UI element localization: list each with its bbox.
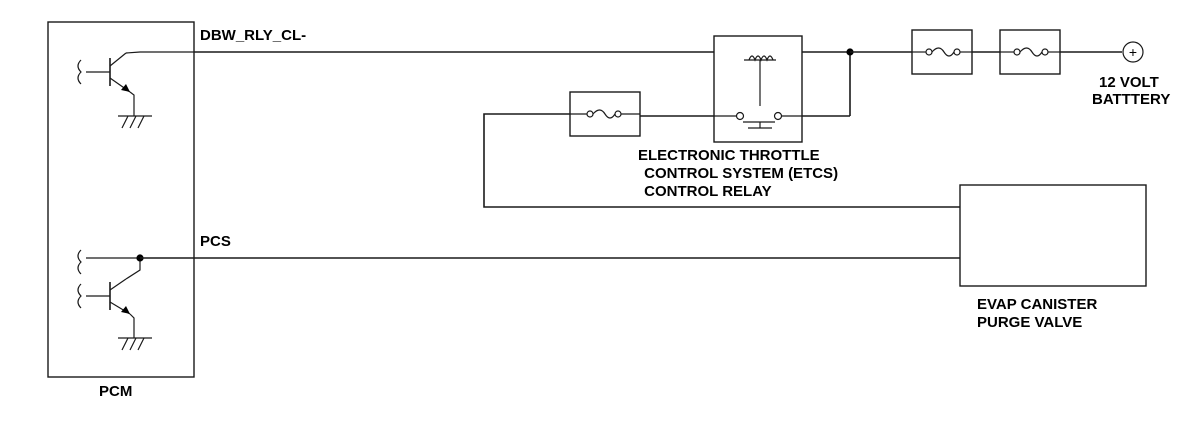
ground-icon [118, 337, 152, 351]
purge-feed-circuit [483, 91, 960, 208]
purge-driver-transistor-icon [77, 249, 152, 351]
relay-coil-icon [744, 55, 776, 106]
battery-terminal-icon: + [1122, 41, 1144, 63]
relay-driver-transistor-icon [77, 51, 194, 129]
ground-icon [118, 115, 152, 129]
pcm-module: PCM [47, 21, 195, 400]
evap-purge-valve: EVAP CANISTER PURGE VALVE [959, 184, 1147, 331]
fuse-icon [911, 29, 973, 75]
fuse-icon [569, 91, 641, 137]
purge-valve-box [959, 184, 1147, 287]
relay-label: ELECTRONIC THROTTLE CONTROL SYSTEM (ETCS… [638, 147, 842, 200]
svg-text:+: + [1129, 44, 1137, 60]
battery-label: 12 VOLT BATTTERY [1092, 74, 1170, 108]
fuse-icon [999, 29, 1061, 75]
relay-control-circuit-label: DBW_RLY_CL- [200, 27, 306, 44]
relay-switch-icon [714, 111, 802, 129]
pcm-label: PCM [99, 383, 132, 400]
purge-control-circuit: PCS [140, 233, 960, 259]
purge-feed-wire [483, 113, 960, 208]
etcs-relay: ELECTRONIC THROTTLE CONTROL SYSTEM (ETCS… [638, 35, 854, 200]
purge-control-circuit-label: PCS [200, 233, 231, 250]
pcm-box [47, 21, 195, 378]
purge-valve-label: EVAP CANISTER PURGE VALVE [977, 296, 1101, 331]
relay-control-circuit: DBW_RLY_CL- [194, 27, 714, 53]
relay-box [713, 35, 803, 143]
battery-feed-circuit: + 12 VOLT BATTTERY [850, 29, 1170, 108]
